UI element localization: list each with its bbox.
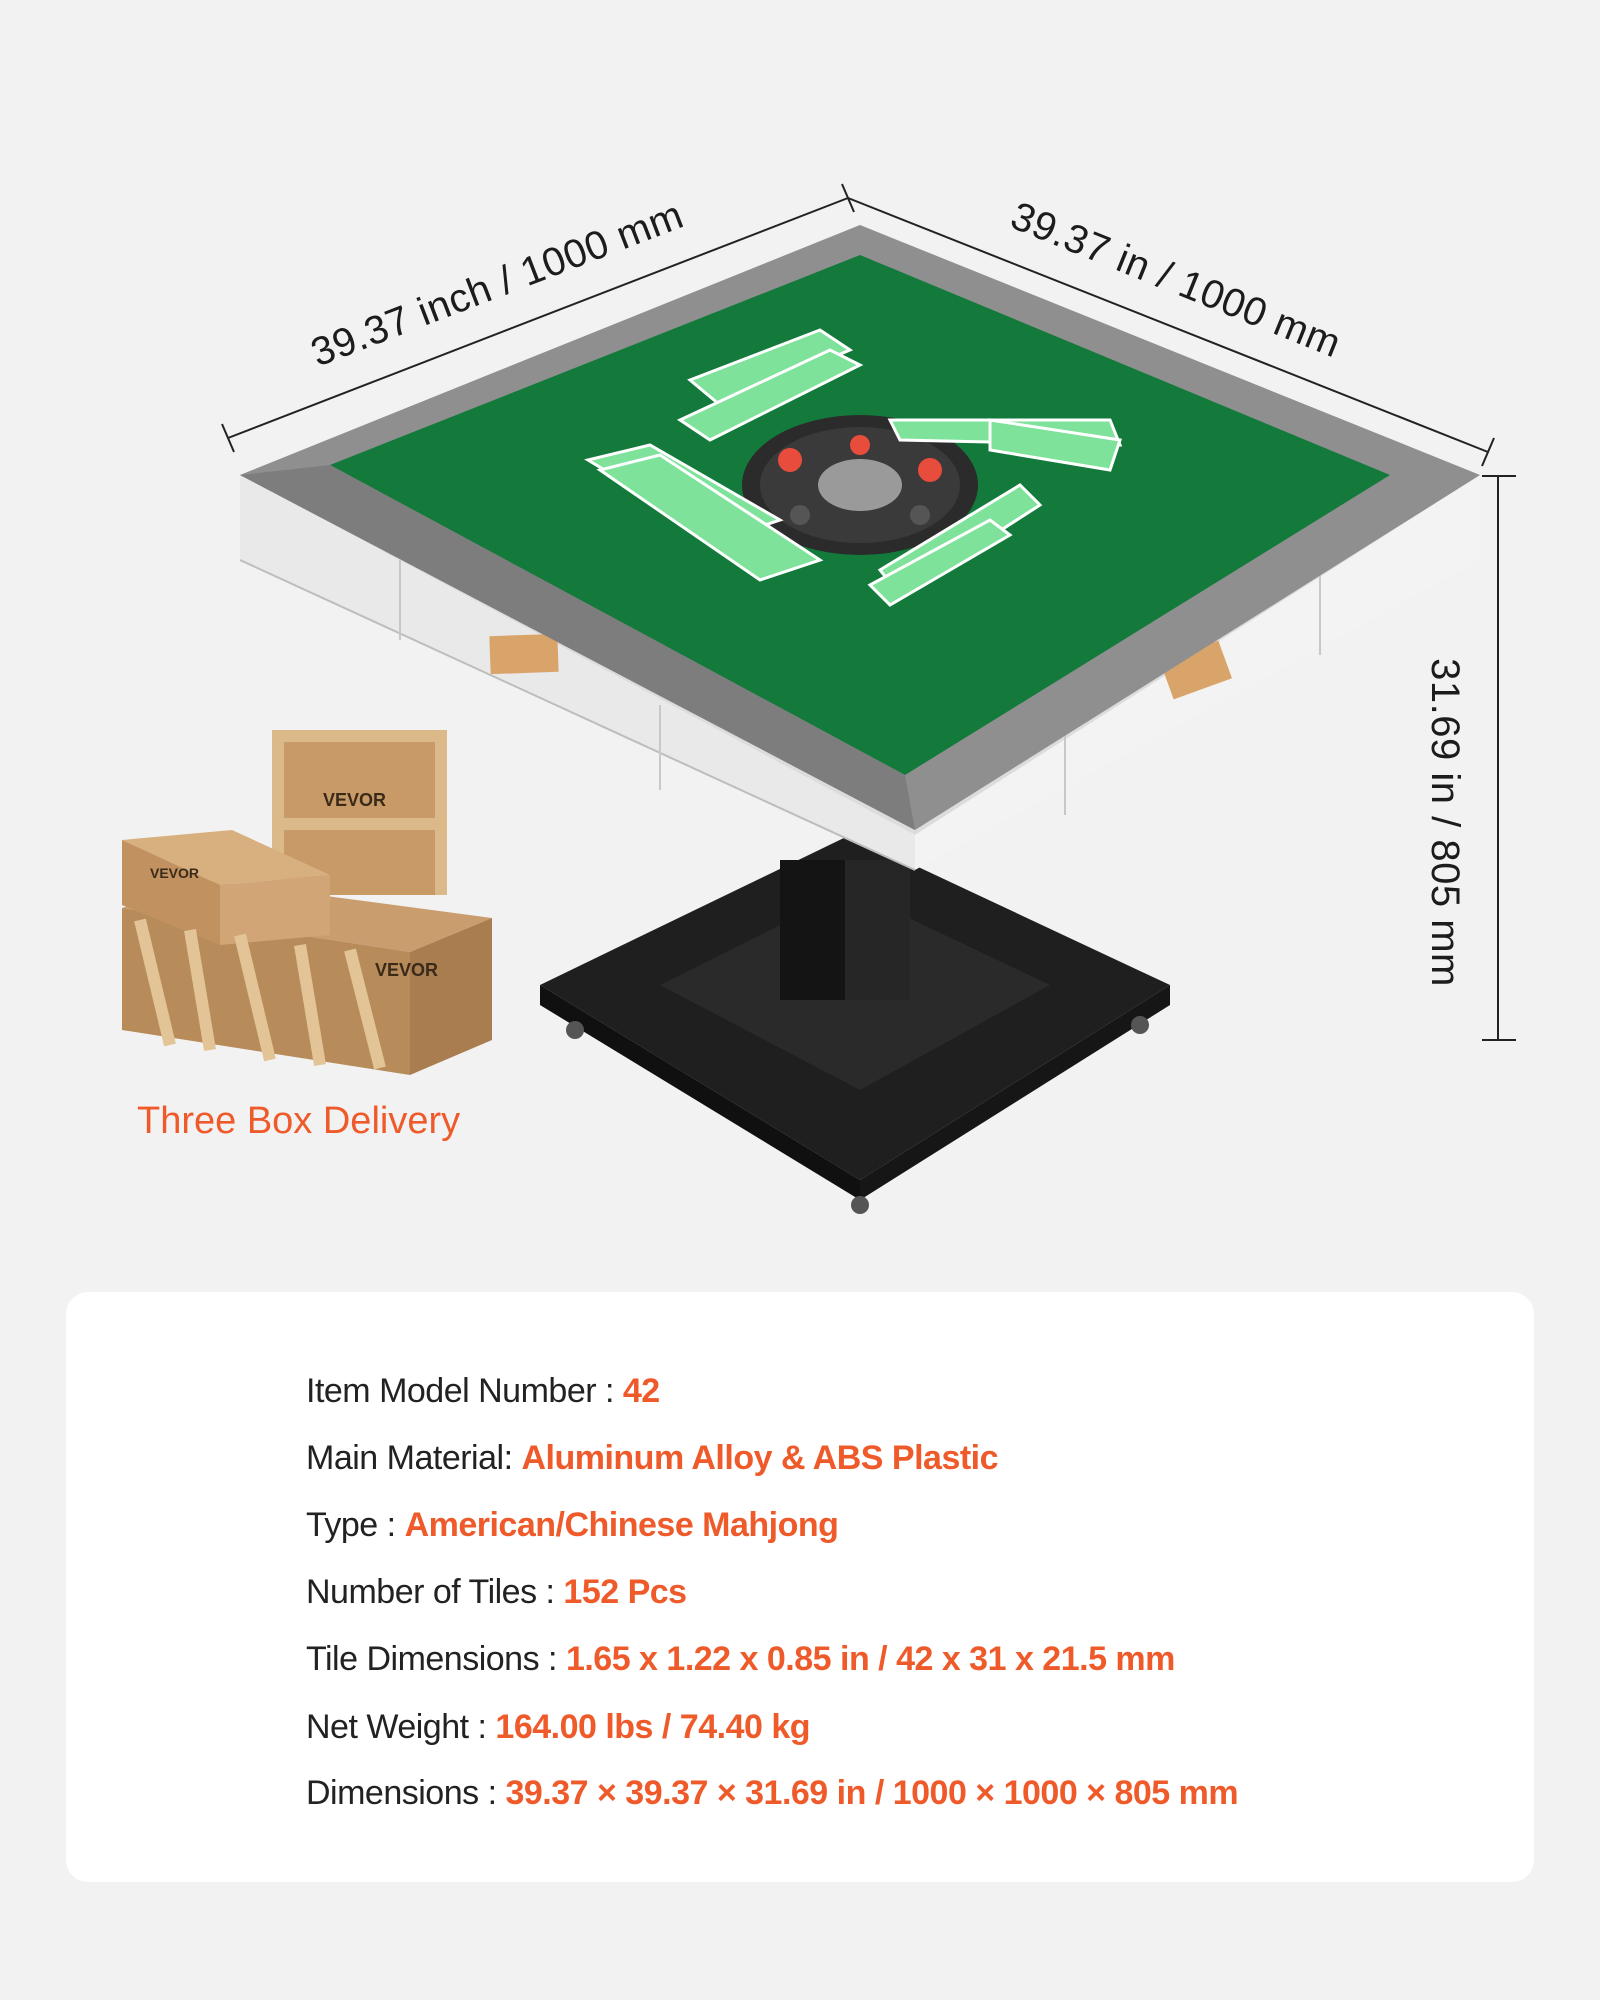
spec-value: 152 Pcs <box>563 1573 687 1611</box>
width-dimension-line <box>227 197 849 439</box>
spec-value: 164.00 lbs / 74.40 kg <box>495 1708 811 1746</box>
spec-value: 39.37 × 39.37 × 31.69 in / 1000 × 1000 ×… <box>505 1774 1239 1812</box>
box-brand-label: VEVOR <box>150 865 200 881</box>
spec-value: 42 <box>622 1372 660 1410</box>
box-brand-label: VEVOR <box>323 790 387 810</box>
spec-label: Number of Tiles : <box>306 1573 564 1611</box>
table-base <box>540 835 1170 1214</box>
spec-value: American/Chinese Mahjong <box>404 1506 839 1544</box>
box-brand-label: VEVOR <box>375 960 439 980</box>
spec-row: Item Model Number : 42 <box>306 1372 660 1411</box>
spec-row: Number of Tiles : 152 Pcs <box>306 1573 687 1612</box>
spec-label: Main Material: <box>306 1439 522 1477</box>
spec-row: Type : American/Chinese Mahjong <box>306 1506 839 1545</box>
spec-label: Item Model Number : <box>306 1372 623 1410</box>
spec-label: Type : <box>306 1506 405 1544</box>
spec-label: Dimensions : <box>306 1774 506 1812</box>
spec-row: Tile Dimensions : 1.65 x 1.22 x 0.85 in … <box>306 1640 1175 1679</box>
depth-dimension-line <box>847 197 1489 453</box>
spec-value: 1.65 x 1.22 x 0.85 in / 42 x 31 x 21.5 m… <box>565 1640 1175 1678</box>
dice-control-panel <box>742 415 978 555</box>
spec-label: Tile Dimensions : <box>306 1640 566 1678</box>
shipping-boxes <box>122 730 492 1075</box>
mahjong-table-drawing <box>122 183 1516 1214</box>
spec-card: Item Model Number : 42 Main Material: Al… <box>66 1292 1534 1882</box>
delivery-label: Three Box Delivery <box>137 1100 461 1142</box>
height-dimension-label: 31.69 in / 805 mm <box>1422 658 1467 987</box>
dimension-lines <box>221 183 1516 1041</box>
spec-row: Main Material: Aluminum Alloy & ABS Plas… <box>306 1439 999 1478</box>
spec-value: Aluminum Alloy & ABS Plastic <box>521 1439 999 1477</box>
mahjong-tiles <box>584 328 1123 607</box>
spec-label: Net Weight : <box>306 1708 496 1746</box>
spec-row: Dimensions : 39.37 × 39.37 × 31.69 in / … <box>306 1774 1239 1813</box>
spec-row: Net Weight : 164.00 lbs / 74.40 kg <box>306 1708 811 1747</box>
product-illustration: 39.37 inch / 1000 mm 39.37 in / 1000 mm … <box>122 183 1516 1214</box>
